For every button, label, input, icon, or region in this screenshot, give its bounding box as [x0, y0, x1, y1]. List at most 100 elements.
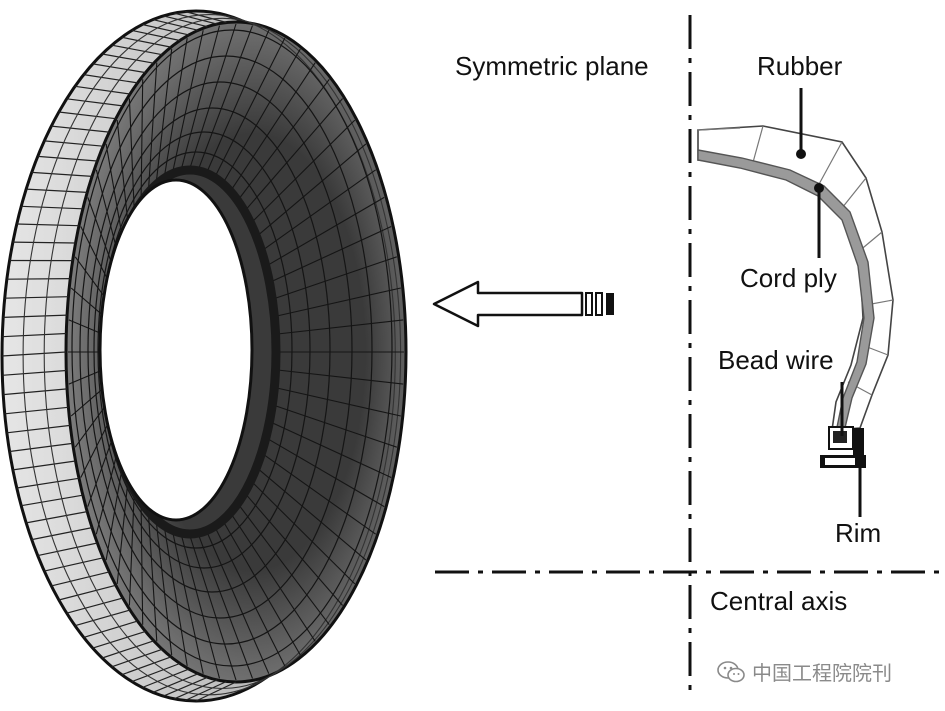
- sidewall-radial-line: [70, 387, 105, 417]
- sidewall-radial-line: [276, 387, 401, 417]
- sidewall-radial-line: [147, 514, 158, 642]
- tread-cross-line: [163, 15, 208, 28]
- sidewall-radial-line: [262, 169, 377, 251]
- rim-block: [853, 428, 864, 468]
- tread-cross-line: [26, 188, 88, 193]
- sidewall-ring-line: [87, 81, 353, 619]
- cord-ply-point: [814, 183, 824, 193]
- sidewall-radial-line: [274, 256, 397, 300]
- tread-cross-line: [102, 53, 154, 64]
- sidewall-radial-line: [140, 79, 144, 200]
- tread-long-line: [22, 14, 396, 696]
- sidewall-radial-line: [277, 369, 404, 385]
- sidewall-radial-line: [155, 521, 173, 656]
- tread-cross-line: [174, 679, 218, 700]
- rubber-label: Rubber: [757, 51, 843, 81]
- sidewall-radial-line: [251, 481, 356, 585]
- tread-cross-line: [21, 494, 83, 507]
- sidewall-ring-line: [97, 131, 311, 569]
- tire-inner-hole: [98, 178, 254, 522]
- tread-cross-line: [31, 527, 93, 541]
- tread-cross-line: [9, 442, 73, 453]
- sidewall-radial-line: [245, 493, 344, 606]
- rubber-point: [796, 149, 806, 159]
- sidewall-radial-line: [74, 405, 107, 448]
- sidewall-radial-line: [206, 532, 270, 674]
- tread-cross-line: [74, 609, 131, 627]
- tread-cross-line: [12, 460, 76, 471]
- sidewall-radial-line: [267, 438, 385, 508]
- tread-cross-line: [66, 98, 123, 107]
- sidewall-ring-line: [93, 107, 331, 593]
- tread-cross-line: [131, 29, 181, 42]
- sidewall-radial-line: [215, 37, 286, 177]
- tread-cross-line: [16, 477, 79, 489]
- sidewall-radial-line: [87, 438, 113, 507]
- tire-cross-section: [697, 88, 894, 517]
- sidewall-radial-line: [231, 62, 316, 191]
- tread-cross-line: [102, 640, 154, 659]
- tread-long-line: [43, 17, 402, 690]
- sidewall-radial-line: [257, 143, 367, 236]
- tread-cross-line: [74, 85, 131, 95]
- tread-cross-line: [92, 63, 146, 74]
- sidewall-radial-line: [238, 504, 330, 626]
- sidewall-radial-line: [74, 256, 107, 299]
- sidewall-radial-line: [238, 78, 330, 200]
- tread-cross-line: [51, 571, 110, 587]
- sidewall-radial-line: [245, 98, 344, 211]
- tread-cross-line: [51, 125, 110, 133]
- watermark-text: 中国工程院院刊: [752, 661, 892, 685]
- sidewall-radial-line: [198, 25, 254, 170]
- sidewall-radial-line: [180, 534, 221, 679]
- rim-label: Rim: [835, 518, 882, 548]
- sidewall-radial-line: [215, 527, 286, 667]
- sidewall-radial-line: [147, 62, 158, 190]
- tread-cross-line: [31, 171, 93, 177]
- sidewall-radial-line: [172, 30, 204, 172]
- tread-cross-line: [121, 656, 172, 676]
- wechat-icon: [717, 660, 745, 682]
- watermark: 中国工程院院刊: [716, 657, 892, 686]
- sidewall-radial-line: [163, 38, 188, 176]
- sidewall-radial-line: [87, 197, 113, 266]
- tread-cross-line: [4, 406, 69, 415]
- tread-cross-line: [44, 557, 104, 572]
- sidewall-radial-line: [251, 119, 356, 223]
- sidewall-radial-line: [95, 169, 118, 250]
- sidewall-radial-line: [274, 404, 397, 448]
- sidewall-radial-line: [95, 454, 118, 535]
- sidewall-radial-line: [128, 98, 135, 210]
- sidewall-radial-line: [68, 369, 103, 385]
- sidewall-radial-line: [271, 421, 392, 478]
- sidewall-radial-line: [262, 453, 377, 535]
- tread-cross-line: [12, 241, 76, 244]
- sidewall-radial-line: [172, 532, 204, 674]
- sidewall-radial-line: [271, 226, 392, 283]
- tread-cross-line: [1, 351, 67, 357]
- sidewall-radial-line: [223, 521, 301, 656]
- central-axis-label: Central axis: [710, 586, 848, 616]
- sidewall-radial-line: [189, 535, 237, 681]
- left-arrow-icon: [432, 280, 614, 328]
- sidewall-radial-line: [163, 528, 188, 666]
- tire-3d-model: [0, 9, 408, 703]
- tread-mesh-lines: [1, 10, 402, 702]
- tread-cross-line: [44, 140, 104, 147]
- tread-cross-line: [21, 205, 83, 210]
- tread-cross-line: [4, 296, 69, 299]
- tread-cross-line: [37, 155, 98, 162]
- tread-cross-line: [2, 369, 67, 376]
- sidewall-radial-line: [80, 226, 110, 282]
- sidewall-radial-line: [128, 494, 135, 606]
- tread-cross-line: [37, 542, 98, 557]
- tread-cross-line: [26, 511, 88, 524]
- sidewall-radial-line: [116, 120, 129, 222]
- tread-cross-line: [121, 36, 172, 48]
- sidewall-radial-line: [276, 287, 401, 317]
- tread-cross-line: [2, 332, 67, 338]
- sidewall-radial-line: [105, 143, 123, 236]
- tread-cross-line: [83, 620, 138, 638]
- bead-wire-label: Bead wire: [718, 345, 834, 375]
